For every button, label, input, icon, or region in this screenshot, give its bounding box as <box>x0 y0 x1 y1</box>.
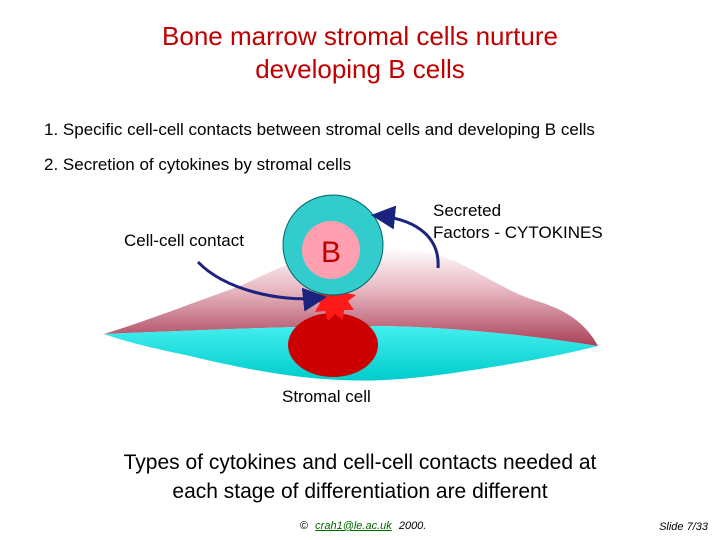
secreted-line-2: Factors - CYTOKINES <box>433 223 603 242</box>
b-cell-inner <box>302 221 360 279</box>
secretion-arrow <box>371 205 440 269</box>
stromal-nucleus <box>288 313 378 377</box>
title-line-1: Bone marrow stromal cells nurture <box>162 21 558 51</box>
stromal-diagram: B <box>104 194 598 381</box>
title-line-2: developing B cells <box>255 54 465 84</box>
slide-number: Slide 7/33 <box>659 521 708 533</box>
slide-title: Bone marrow stromal cells nurture develo… <box>0 20 720 86</box>
copyright: © crah1@le.ac.uk 2000. <box>300 520 426 532</box>
cell-contact-label: Cell-cell contact <box>124 231 244 250</box>
copyright-symbol: © <box>300 520 309 532</box>
secreted-line-1: Secreted <box>433 201 502 220</box>
secreted-factors-label: Secreted Factors - CYTOKINES <box>433 200 603 244</box>
conclusion-line-1: Types of cytokines and cell-cell contact… <box>123 451 597 474</box>
conclusion-text: Types of cytokines and cell-cell contact… <box>0 448 720 506</box>
contact-arrow <box>196 260 327 312</box>
stromal-cell-label: Stromal cell <box>282 387 371 406</box>
point-1: 1. Specific cell-cell contacts between s… <box>44 120 595 139</box>
copyright-year: 2000. <box>398 520 427 532</box>
author-email-link[interactable]: crah1@le.ac.uk <box>315 520 392 532</box>
b-cell-label: B <box>321 236 341 269</box>
conclusion-line-2: each stage of differentiation are differ… <box>172 480 548 503</box>
point-2: 2. Secretion of cytokines by stromal cel… <box>44 155 352 174</box>
